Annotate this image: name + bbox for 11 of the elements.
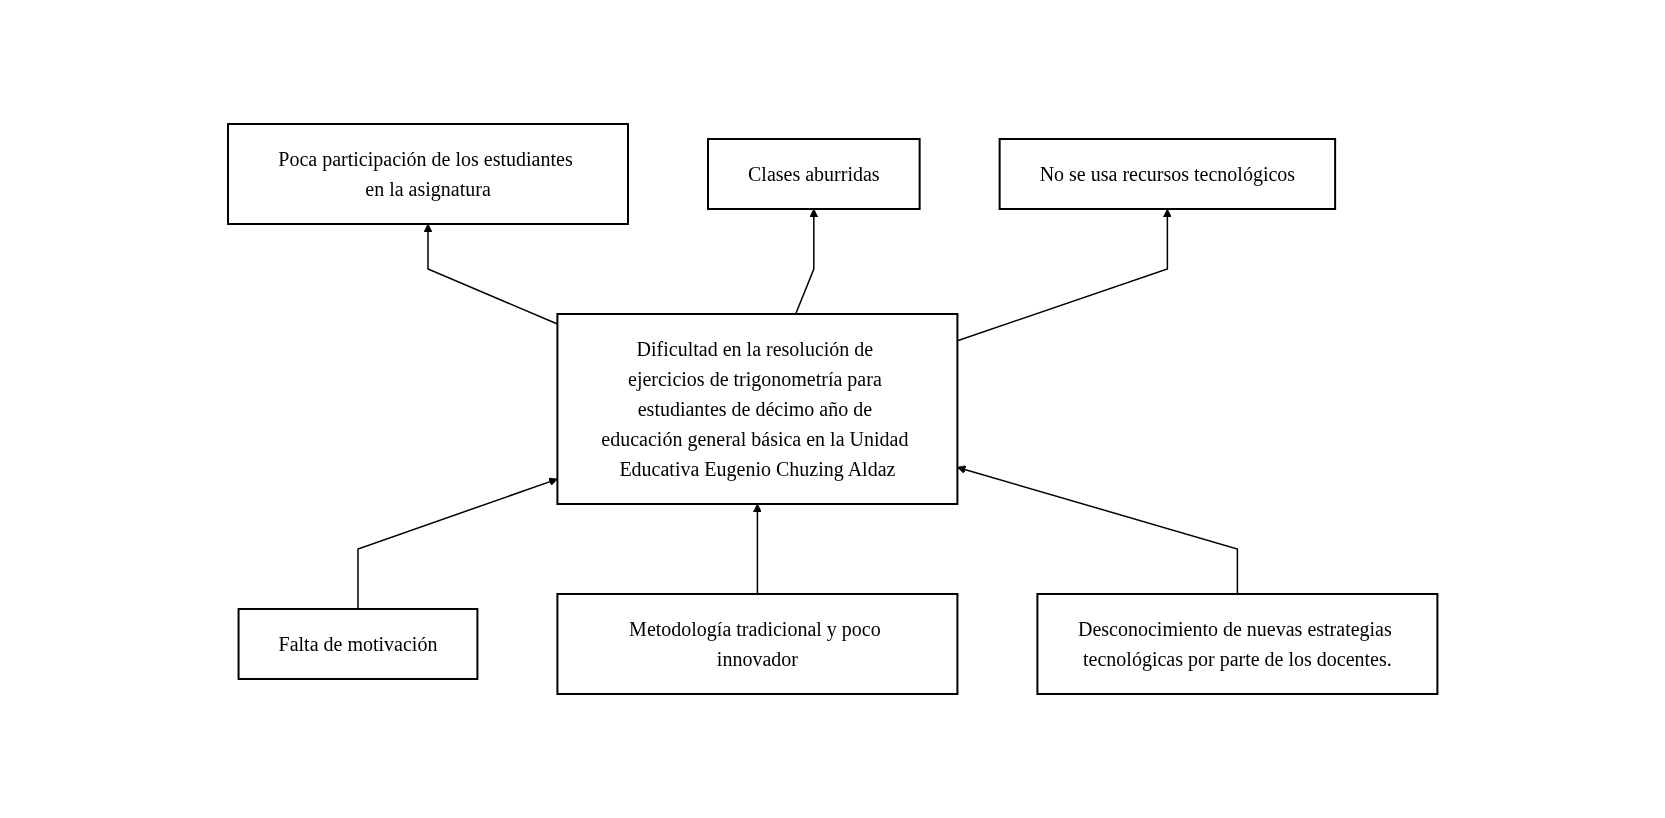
node-box: Desconocimiento de nuevas estrategias tecnológicas por parte de los docentes. xyxy=(1036,593,1439,695)
arrow xyxy=(752,503,762,595)
node-box: Falta de motivación xyxy=(237,608,479,680)
arrow xyxy=(357,477,558,610)
arrow xyxy=(794,208,818,315)
node-box: Metodología tradicional y poco innovador xyxy=(556,593,959,695)
arrow xyxy=(423,223,558,325)
node-box: No se usa recursos tecnológicos xyxy=(998,138,1336,210)
node-box: Dificultad en la resolución de ejercicios de trigonometría para estudiantes de décimo año de educación general básica en la Unidad Educativa Eugenio Chuzing Aldaz xyxy=(556,313,959,505)
node-box: Poca participación de los estudiantes en la asignatura xyxy=(226,123,629,225)
node-box: Clases aburridas xyxy=(706,138,921,210)
